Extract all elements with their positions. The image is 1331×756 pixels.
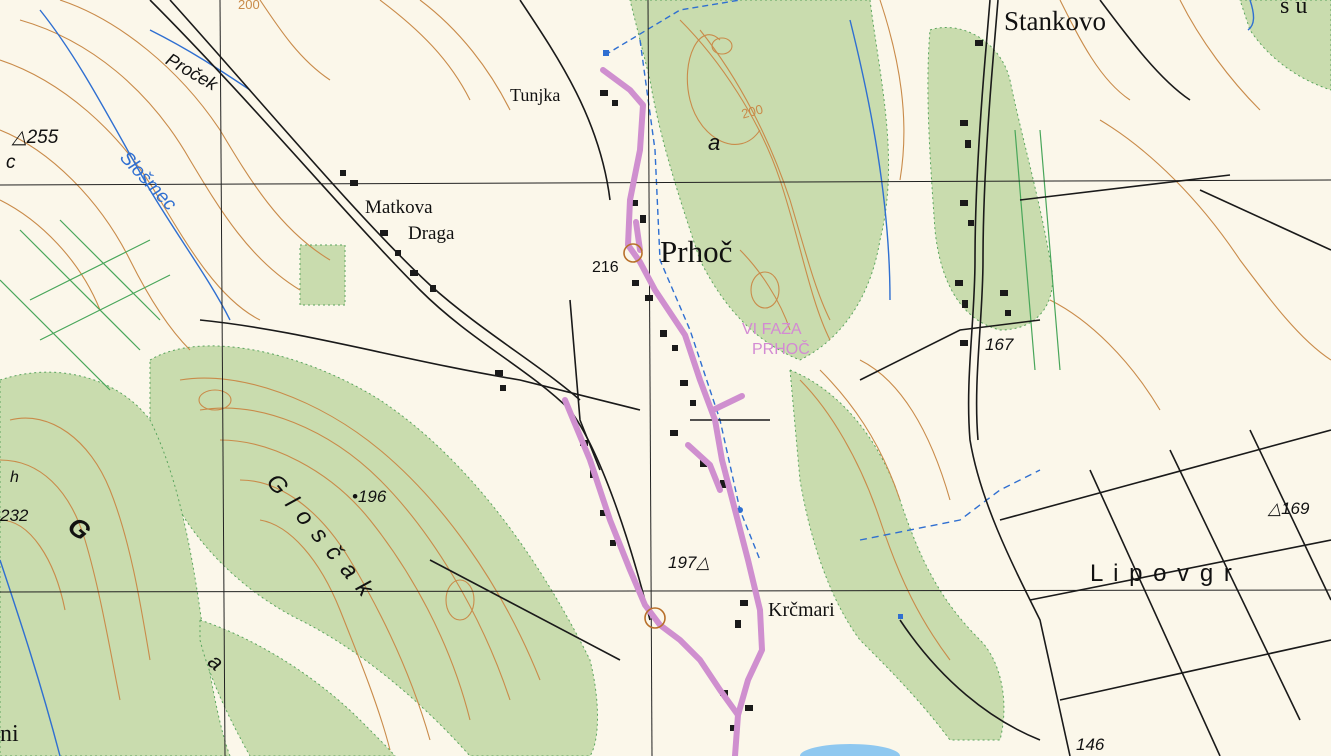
place-tunjka: Tunjka [510,85,561,105]
road-stankovo [967,0,1071,756]
elevation-c: c [6,152,16,173]
road-east-grid-3 [1059,639,1331,701]
elevation-h: h [10,469,19,486]
route-branch-2 [710,393,745,413]
spot-markers [603,50,903,619]
forest-east-strip [789,369,1005,741]
forest-stankovo [927,26,1054,331]
elevation-216: 216 [592,259,619,276]
stream-southeast [859,469,1041,541]
road-main-diagonal [149,0,651,621]
place-matkova: Matkova [365,197,433,218]
road-ne-1 [1099,0,1191,101]
pond [800,744,900,756]
road-east-grid-2 [1029,539,1331,601]
forest-small [299,244,346,306]
stream-ne [1247,0,1255,31]
place-su: s u [1280,0,1308,19]
road-east-grid-5 [1169,449,1301,721]
route-south [562,397,741,718]
stream-west-bottom [0,559,61,756]
place-prhoc: Prhoč [660,234,733,269]
elevation-169: △169 [1268,499,1310,518]
stream-procek [149,29,251,91]
route-branch-1 [633,219,643,253]
route-north [600,67,765,756]
stream-slosmec [39,9,231,321]
road-stankovo-2 [975,0,999,441]
road-east-grid-6 [1249,429,1331,601]
elevation-196: •196 [352,487,387,506]
road-track-2 [429,559,621,661]
place-ni: ni [0,721,19,747]
road-track-4 [519,0,611,201]
road-middle [859,319,1041,381]
road-main-diagonal-2 [169,0,581,401]
stream-east [849,19,891,301]
terrain-a-north: a [708,130,721,155]
vineyard-lines [0,129,1061,391]
elevation-232: 232 [0,506,29,525]
roads [149,0,1331,756]
annotation-line2: PRHOČ [752,341,810,358]
route-branch-3 [685,442,723,493]
road-east-grid-4 [1089,469,1221,756]
road-ne-2 [1019,174,1231,201]
road-track-5 [569,299,601,471]
road-ne-3 [1199,189,1331,251]
forest-south-strip [199,619,396,756]
forest-northeast [629,0,890,361]
forest-gloscak [149,345,598,756]
planned-route [562,67,765,756]
elevation-167: 167 [985,335,1014,354]
road-track-1 [199,319,641,411]
elevation-146: 146 [1076,735,1105,754]
place-krcmari: Krčmari [768,599,835,621]
elevation-255: △255 [12,127,59,148]
forest-west [0,371,231,756]
contour-label-200b: 200 [238,0,260,12]
place-stankovo: Stankovo [1004,6,1107,36]
elevation-197: 197△ [668,553,710,572]
place-draga: Draga [408,223,455,244]
place-lipov: L i p o v g r [1090,560,1234,587]
road-east-grid-1 [999,429,1331,521]
annotation-line1: VI FAZA [742,321,802,338]
road-track-3 [899,619,1041,741]
route-nodes [623,243,666,629]
